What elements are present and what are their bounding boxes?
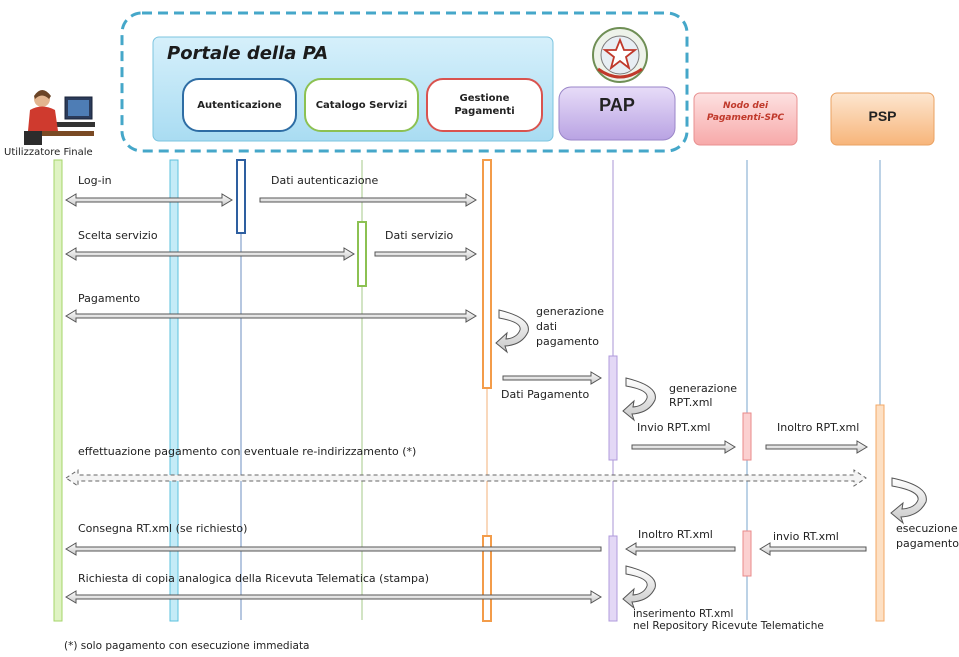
portal-title: Portale della PA (167, 43, 329, 64)
activation-psp (875, 404, 885, 622)
pap-label: PAP (599, 95, 635, 115)
footnote: (*) solo pagamento con esecuzione immedi… (64, 640, 310, 652)
loop-gen-rpt (622, 377, 656, 422)
arrow-inoltro-rt (625, 542, 736, 556)
activation-pap-1 (608, 355, 618, 461)
activation-gestione-2 (482, 535, 492, 622)
msg-dati-pagamento: Dati Pagamento (501, 388, 590, 401)
msg-consegna: Consegna RT.xml (se richiesto) (78, 522, 248, 535)
activation-nodo-1 (742, 412, 752, 461)
msg-dati-servizio: Dati servizio (385, 229, 454, 242)
catalog-box (304, 78, 419, 132)
activation-gestione-1 (482, 159, 492, 389)
activation-user (53, 159, 63, 622)
loop-esecuzione (890, 477, 927, 525)
catalog-label: Catalogo Servizi (315, 99, 408, 111)
loop-inserimento (622, 565, 656, 610)
arrow-scelta (65, 247, 355, 261)
msg-pagamento: Pagamento (78, 292, 141, 305)
arrow-dati-auth (259, 193, 477, 207)
italian-republic-emblem (592, 27, 648, 83)
nodo-box (693, 92, 798, 146)
loop-gen-dati (495, 309, 529, 354)
user-at-computer-icon (20, 86, 98, 146)
pap-box (558, 86, 676, 141)
activation-portal (169, 159, 179, 622)
arrow-invio-rt (759, 542, 867, 556)
msg-richiesta: Richiesta di copia analogica della Ricev… (78, 572, 429, 585)
arrow-richiesta (65, 590, 602, 604)
msg-inoltro-rpt: Inoltro RPT.xml (777, 421, 860, 434)
portal-container (120, 11, 689, 153)
auth-label: Autenticazione (197, 99, 282, 111)
arrow-invio-rpt (631, 440, 736, 454)
msg-effettuazione: effettuazione pagamento con eventuale re… (78, 445, 417, 458)
user-label: Utilizzatore Finale (4, 147, 93, 158)
msg-scelta: Scelta servizio (78, 229, 158, 242)
psp-box (830, 92, 935, 146)
arrow-dati-pagamento (502, 371, 602, 385)
auth-box (182, 78, 297, 132)
arrow-dati-servizio (374, 247, 477, 261)
msg-login: Log-in (78, 174, 112, 187)
activation-pap-2 (608, 535, 618, 622)
arrow-pagamento (65, 309, 477, 323)
gestione-box (426, 78, 543, 132)
arrow-consegna (65, 542, 602, 556)
activation-nodo-2 (742, 530, 752, 577)
msg-invio-rpt: Invio RPT.xml (637, 421, 711, 434)
activation-catalog (357, 221, 367, 287)
psp-label: PSP (868, 108, 897, 124)
arrow-inoltro-rpt (765, 440, 868, 454)
arrow-effettuazione (65, 469, 867, 487)
msg-invio-rt: invio RT.xml (773, 530, 839, 543)
msg-dati-auth: Dati autenticazione (271, 174, 379, 187)
activation-auth (236, 159, 246, 234)
arrow-login (65, 193, 233, 207)
msg-inoltro-rt: Inoltro RT.xml (638, 528, 713, 541)
